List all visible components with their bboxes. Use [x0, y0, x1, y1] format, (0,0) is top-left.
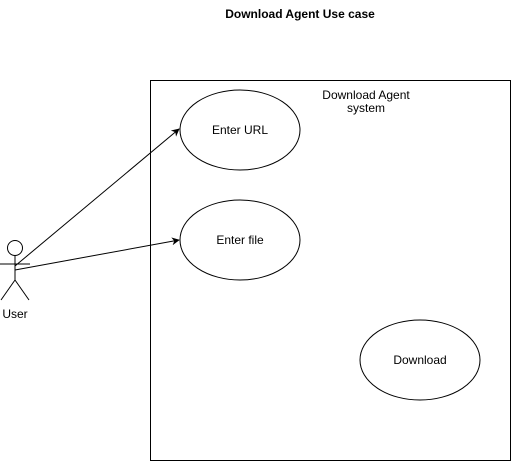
use-case-label: Enter file [216, 233, 264, 247]
system-boundary-label-line1: Download Agent [322, 88, 410, 102]
actor-user[interactable]: User [0, 240, 30, 322]
use-case-label: Download [393, 353, 446, 367]
use-case-download[interactable]: Download [359, 319, 481, 401]
association-user-enter-file[interactable] [14, 237, 180, 271]
use-case-ellipse [179, 89, 301, 171]
diagram-title: Download Agent Use case [225, 7, 375, 21]
association-user-enter-url[interactable] [14, 128, 180, 267]
system-boundary-label-line2: system [347, 101, 385, 115]
use-case-label: Enter URL [212, 123, 268, 137]
use-case-enter-url[interactable]: Enter URL [179, 89, 301, 171]
use-case-ellipse [359, 319, 481, 401]
use-case-ellipse [179, 199, 301, 281]
stick-figure-icon [0, 240, 30, 301]
use-case-enter-file[interactable]: Enter file [179, 199, 301, 281]
actor-label: User [2, 307, 27, 321]
